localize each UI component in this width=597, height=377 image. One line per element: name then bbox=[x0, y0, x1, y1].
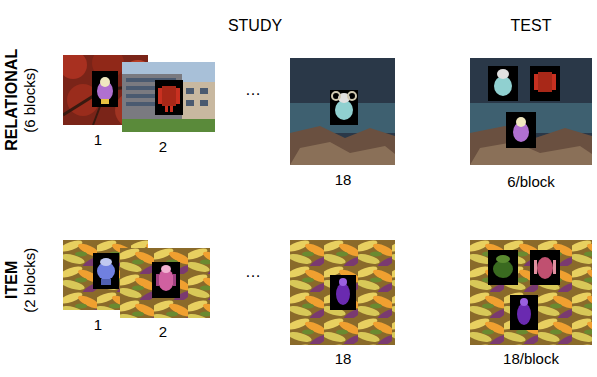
block-count: (6 blocks) bbox=[23, 67, 40, 132]
trial-number: 2 bbox=[159, 324, 167, 341]
ellipsis: … bbox=[245, 263, 261, 281]
test-count: 6/block bbox=[507, 174, 555, 191]
trial-number: 1 bbox=[94, 132, 102, 149]
row-heading: RELATIONAL bbox=[3, 49, 21, 151]
trial-number: 2 bbox=[159, 139, 167, 156]
trial-number: 1 bbox=[94, 317, 102, 334]
row-heading: ITEM bbox=[3, 261, 21, 299]
trial-number: 18 bbox=[335, 351, 352, 368]
block-count: (2 blocks) bbox=[23, 247, 40, 312]
ellipsis: … bbox=[245, 81, 261, 99]
column-heading: STUDY bbox=[228, 17, 282, 35]
trial-number: 18 bbox=[335, 172, 352, 189]
column-heading: TEST bbox=[511, 17, 552, 35]
test-count: 18/block bbox=[503, 351, 559, 368]
